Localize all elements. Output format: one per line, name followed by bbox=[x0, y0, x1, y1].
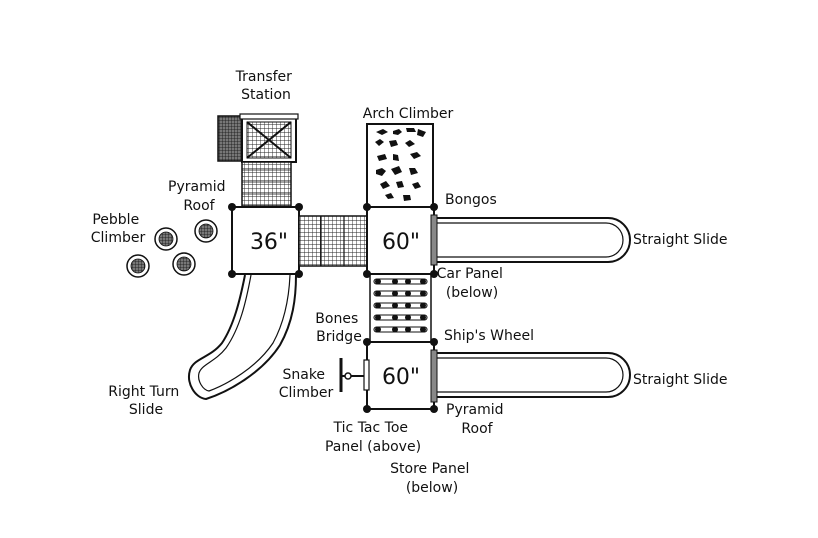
straight-slide-top-label: Straight Slide bbox=[633, 232, 727, 248]
transfer-station-label: Transfer Station bbox=[235, 69, 297, 103]
straight-slide-bottom-label: Straight Slide bbox=[633, 372, 727, 388]
snake-climber bbox=[339, 358, 364, 392]
straight-slide-lower bbox=[437, 352, 632, 398]
bones-bridge-label: Bones Bridge bbox=[315, 311, 362, 345]
tic-tac-toe-panel-label: Tic Tac Toe Panel (above) bbox=[325, 420, 421, 455]
deck-36-label: 36" bbox=[250, 230, 288, 255]
transfer-station bbox=[217, 113, 299, 207]
right-turn-slide-label: Right Turn Slide bbox=[108, 384, 183, 418]
pyramid-roof-top-label: Pyramid Roof bbox=[168, 179, 230, 214]
snake-climber-label: Snake Climber bbox=[279, 367, 334, 401]
deck-60-upper: 60" bbox=[363, 203, 438, 278]
pebble-climber bbox=[126, 219, 218, 278]
deck-60-upper-label: 60" bbox=[382, 230, 420, 255]
deck-36: 36" bbox=[228, 203, 303, 278]
pebble-climber-label: Pebble Climber bbox=[91, 212, 146, 246]
arch-climber bbox=[366, 123, 434, 208]
bongos-label: Bongos bbox=[445, 192, 497, 208]
straight-slide-upper bbox=[437, 217, 632, 263]
ships-wheel-label: Ship's Wheel bbox=[444, 328, 534, 344]
deck-60-lower: 60" bbox=[363, 338, 438, 413]
bones-bridge bbox=[369, 274, 432, 342]
arch-climber-label: Arch Climber bbox=[363, 106, 454, 122]
right-turn-slide bbox=[188, 274, 297, 400]
connecting-bridge bbox=[298, 215, 368, 267]
car-panel-label: Car Panel (below) bbox=[437, 266, 508, 301]
deck-60-lower-label: 60" bbox=[382, 365, 420, 390]
store-panel-label: Store Panel (below) bbox=[390, 461, 474, 496]
pyramid-roof-bottom-label: Pyramid Roof bbox=[446, 402, 508, 437]
